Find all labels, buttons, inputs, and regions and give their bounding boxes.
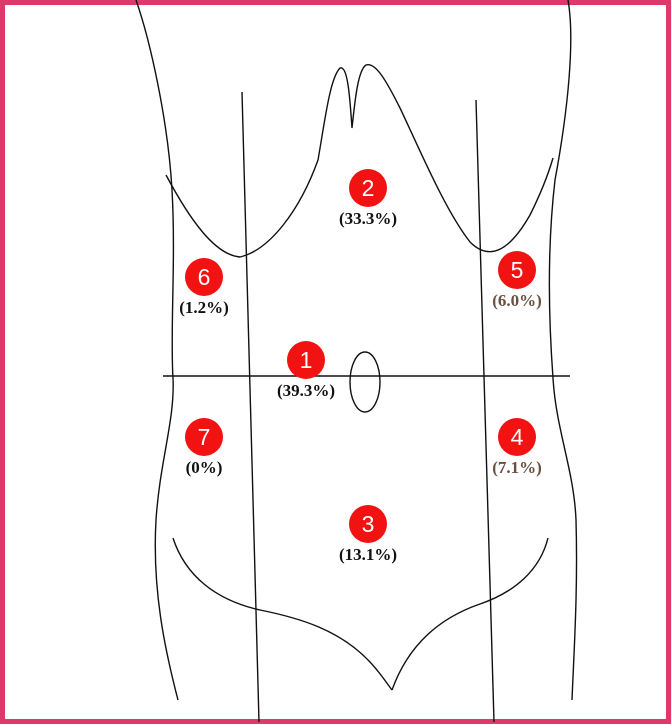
region-4-badge: 4 <box>498 418 536 456</box>
region-2-badge: 2 <box>349 169 387 207</box>
region-1-percent: (39.3%) <box>276 381 336 400</box>
region-5-badge: 5 <box>498 251 536 289</box>
region-3-marker: 3 (13.1%) <box>323 505 413 565</box>
right-vertical-line <box>475 99 495 723</box>
region-6-marker: 6 (1.2%) <box>159 258 249 318</box>
region-4-percent: (7.1%) <box>492 458 542 477</box>
region-1-marker: 1 (39.3%) <box>261 341 351 401</box>
region-5-marker: 5 (6.0%) <box>472 251 562 311</box>
right-body-contour <box>548 0 578 701</box>
navel <box>349 351 381 413</box>
region-2-percent: (33.3%) <box>338 209 398 228</box>
region-3-percent: (13.1%) <box>338 545 398 564</box>
region-6-percent: (1.2%) <box>179 298 229 317</box>
region-4-marker: 4 (7.1%) <box>472 418 562 478</box>
region-3-badge: 3 <box>349 505 387 543</box>
region-7-badge: 7 <box>185 418 223 456</box>
left-body-contour <box>135 0 179 701</box>
region-1-badge: 1 <box>287 341 325 379</box>
region-7-percent: (0%) <box>185 458 223 477</box>
rib-cage-contour <box>165 64 554 258</box>
left-vertical-line <box>241 91 260 723</box>
pelvic-contour <box>172 537 549 691</box>
region-2-marker: 2 (33.3%) <box>323 169 413 229</box>
region-5-percent: (6.0%) <box>492 291 542 310</box>
region-7-marker: 7 (0%) <box>159 418 249 478</box>
region-6-badge: 6 <box>185 258 223 296</box>
